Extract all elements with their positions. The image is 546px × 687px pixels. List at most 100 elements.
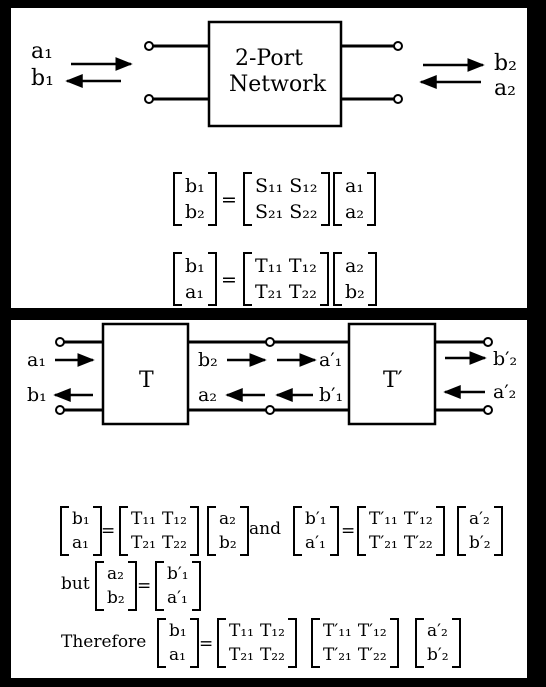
- terminal: [393, 94, 403, 104]
- eq4-tp22: T′₂₂: [357, 645, 387, 665]
- terminal: [265, 337, 275, 347]
- but-text: but: [61, 574, 90, 594]
- eq3-equals: =: [137, 576, 152, 596]
- eq4-matrix-t-prime: T′₁₁ T′₁₂ T′₂₁ T′₂₂: [311, 618, 399, 668]
- label-b2: b₂: [494, 51, 517, 76]
- s-rhs-0: a₁: [345, 175, 364, 197]
- s11: S₁₁: [255, 175, 284, 197]
- s-lhs-1: b₂: [185, 201, 205, 223]
- label-a2: a₂: [198, 384, 217, 406]
- eq4-tp11: T′₁₁: [323, 621, 352, 641]
- s-eq-rhs: a₁ a₂: [333, 172, 376, 226]
- t12: T₁₂: [288, 255, 317, 277]
- t-lhs-0: b₁: [185, 255, 205, 277]
- eq4-lhs-1: a₁: [169, 645, 186, 665]
- cascade-panel: T T′ a₁ b₁ b₂ a₂ a′₁ b′₁ b′₂ a′₂ b₁ a₁ =…: [11, 320, 527, 678]
- box-t: [101, 322, 190, 426]
- label-b1: b₁: [27, 384, 47, 406]
- terminal: [55, 337, 65, 347]
- eq2-lhs-1: a′₁: [305, 533, 326, 553]
- eq1-matrix: T₁₁ T₁₂ T₂₁ T₂₂: [119, 506, 199, 556]
- box-t-label: T: [139, 368, 154, 393]
- s22: S₂₂: [289, 201, 318, 223]
- s-eq-lhs: b₁ b₂: [173, 172, 217, 226]
- eq3-rhs-0: b′₁: [167, 564, 189, 584]
- t-eq-equals: =: [221, 269, 237, 291]
- eq1-equals: =: [101, 521, 116, 541]
- label-a2: a₂: [494, 76, 516, 101]
- terminal: [393, 41, 403, 51]
- eq4-rhs-0: a′₂: [427, 621, 448, 641]
- eq3-rhs: b′₁ a′₁: [155, 561, 201, 611]
- eq4-equals: =: [199, 634, 214, 654]
- eq2-rhs: a′₂ b′₂: [457, 506, 503, 556]
- eq3-lhs-1: b₂: [107, 588, 125, 608]
- terminal: [483, 337, 493, 347]
- eq2-t21: T′₂₁: [369, 533, 398, 553]
- eq1-rhs-0: a₂: [219, 509, 236, 529]
- eq4-t11: T₁₁: [229, 621, 254, 641]
- label-b1-prime: b′₁: [319, 384, 344, 406]
- label-a2-prime: a′₂: [493, 381, 517, 403]
- eq1-rhs-1: b₂: [219, 533, 237, 553]
- terminal: [55, 405, 65, 415]
- label-b1: b₁: [31, 66, 54, 91]
- label-b2: b₂: [198, 349, 218, 371]
- eq3-rhs-1: a′₁: [167, 588, 188, 608]
- terminal: [144, 94, 154, 104]
- eq1-lhs-0: b₁: [72, 509, 90, 529]
- eq1-lhs: b₁ a₁: [60, 506, 102, 556]
- t-rhs-0: a₂: [345, 255, 364, 277]
- terminal: [265, 405, 275, 415]
- eq1-t21: T₂₁: [131, 533, 156, 553]
- eq4-tp21: T′₂₁: [323, 645, 352, 665]
- eq4-lhs: b₁ a₁: [157, 618, 199, 668]
- s-eq-equals: =: [221, 189, 237, 211]
- terminal: [483, 405, 493, 415]
- two-port-diagram: [65, 20, 485, 128]
- s-lhs-0: b₁: [185, 175, 205, 197]
- label-a1-prime: a′₁: [319, 349, 343, 371]
- eq3-lhs-0: a₂: [107, 564, 124, 584]
- label-a1: a₁: [27, 349, 46, 371]
- eq4-t21: T₂₁: [229, 645, 254, 665]
- t22: T₂₂: [288, 281, 317, 303]
- eq2-rhs-1: b′₂: [469, 533, 491, 553]
- eq2-lhs: b′₁ a′₁: [293, 506, 339, 556]
- s-rhs-1: a₂: [345, 201, 364, 223]
- therefore-text: Therefore: [61, 632, 147, 652]
- eq3-lhs: a₂ b₂: [95, 561, 137, 611]
- eq2-t22: T′₂₂: [403, 533, 433, 553]
- eq2-rhs-0: a′₂: [469, 509, 490, 529]
- cascade-diagram: [53, 322, 493, 426]
- t-rhs-1: b₂: [345, 281, 365, 303]
- box-t-prime: [347, 322, 437, 426]
- eq4-rhs: a′₂ b′₂: [415, 618, 461, 668]
- eq4-t12: T₁₂: [259, 621, 285, 641]
- eq4-rhs-1: b′₂: [427, 645, 449, 665]
- eq2-lhs-0: b′₁: [305, 509, 327, 529]
- eq2-t12: T′₁₂: [403, 509, 433, 529]
- terminal: [144, 41, 154, 51]
- two-port-panel: 2-Port Network a₁ b₁ b₂ a₂ b₁ b₂ = S₁₁ S…: [11, 8, 527, 308]
- box-t-prime-label: T′: [383, 368, 403, 393]
- s-matrix: S₁₁ S₁₂ S₂₁ S₂₂: [243, 172, 330, 226]
- eq1-t12: T₁₂: [161, 509, 187, 529]
- eq1-t22: T₂₂: [161, 533, 187, 553]
- s12: S₁₂: [289, 175, 318, 197]
- eq4-matrix-t: T₁₁ T₁₂ T₂₁ T₂₂: [217, 618, 297, 668]
- and-text: and: [249, 519, 281, 539]
- eq4-t22: T₂₂: [259, 645, 285, 665]
- eq1-t11: T₁₁: [131, 509, 156, 529]
- t-eq-rhs: a₂ b₂: [333, 252, 377, 306]
- t-eq-lhs: b₁ a₁: [173, 252, 217, 306]
- label-a1: a₁: [31, 39, 53, 64]
- eq1-rhs: a₂ b₂: [207, 506, 249, 556]
- eq2-matrix: T′₁₁ T′₁₂ T′₂₁ T′₂₂: [357, 506, 445, 556]
- t21: T₂₁: [255, 281, 283, 303]
- eq4-lhs-0: b₁: [169, 621, 187, 641]
- t-lhs-1: a₁: [185, 281, 204, 303]
- t11: T₁₁: [255, 255, 283, 277]
- network-label-line2: Network: [229, 72, 327, 97]
- s21: S₂₁: [255, 201, 284, 223]
